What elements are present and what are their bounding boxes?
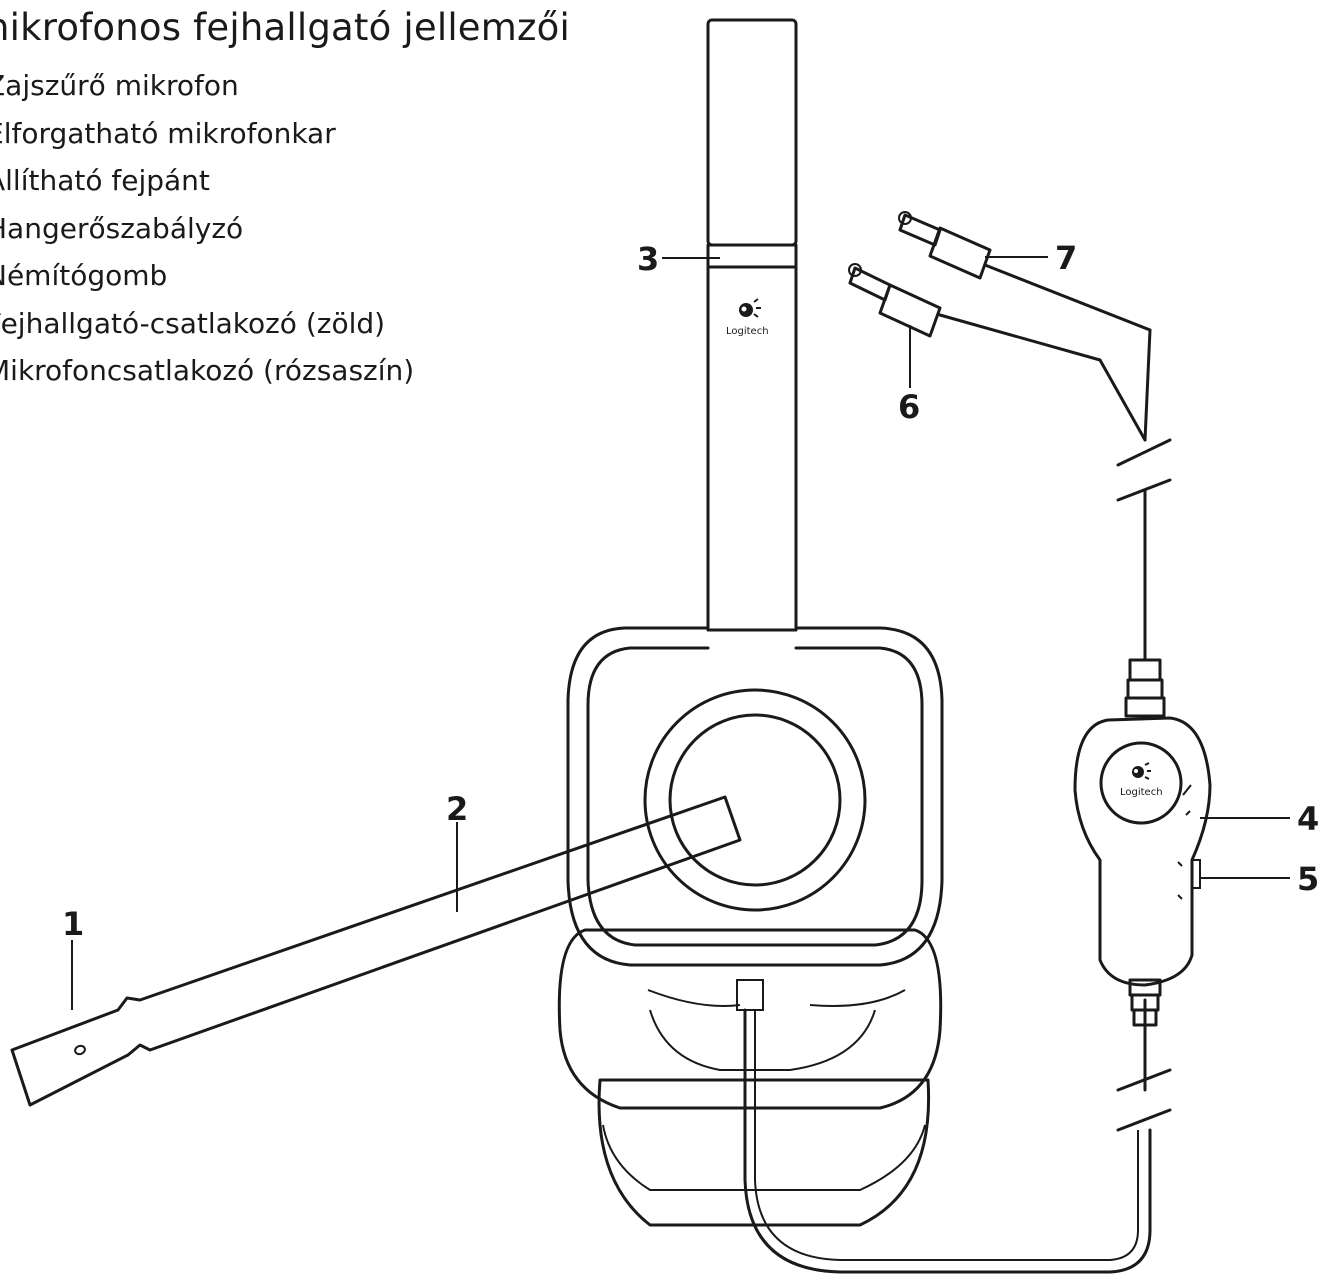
features-heading: nikrofonos fejhallgató jellemzői bbox=[0, 6, 570, 49]
feature-item-headphone-plug: Fejhallgató-csatlakozó (zöld) bbox=[0, 306, 386, 340]
logo-text-control: Logitech bbox=[1120, 787, 1163, 798]
feature-item-volume-control: Hangerőszabályzó bbox=[0, 211, 244, 245]
callout-2: 2 bbox=[446, 790, 468, 828]
headband bbox=[706, 18, 798, 632]
inline-volume-control: Logitech bbox=[1073, 716, 1212, 987]
microphone-plug bbox=[848, 263, 942, 338]
feature-item-mute-button: Némítógomb bbox=[0, 259, 168, 292]
callout-4: 4 bbox=[1297, 800, 1319, 838]
headphone-plug bbox=[898, 211, 992, 280]
callout-6: 6 bbox=[898, 388, 920, 426]
feature-item-noise-cancelling-mic: Zajszűrő mikrofon bbox=[0, 69, 239, 102]
feature-item-microphone-plug: Mikrofoncsatlakozó (rózsaszín) bbox=[0, 354, 415, 387]
callout-1: 1 bbox=[62, 905, 84, 943]
logo-text-headband: Logitech bbox=[726, 326, 769, 337]
mic-boom bbox=[10, 795, 742, 1107]
feature-list: Zajszűrő mikrofon Elforgatható mikrofonk… bbox=[0, 62, 414, 395]
feature-item-adjustable-headband: Állítható fejpánt bbox=[0, 164, 210, 197]
callout-5: 5 bbox=[1297, 860, 1319, 898]
callout-7: 7 bbox=[1055, 239, 1077, 277]
feature-item-rotating-mic-boom: Elforgatható mikrofonkar bbox=[0, 116, 336, 150]
ear-cushion bbox=[557, 928, 943, 1227]
cable bbox=[736, 263, 1172, 1274]
ear-cup bbox=[566, 626, 944, 967]
logitech-logo-headband: Logitech bbox=[726, 298, 769, 337]
callout-3: 3 bbox=[637, 240, 659, 278]
